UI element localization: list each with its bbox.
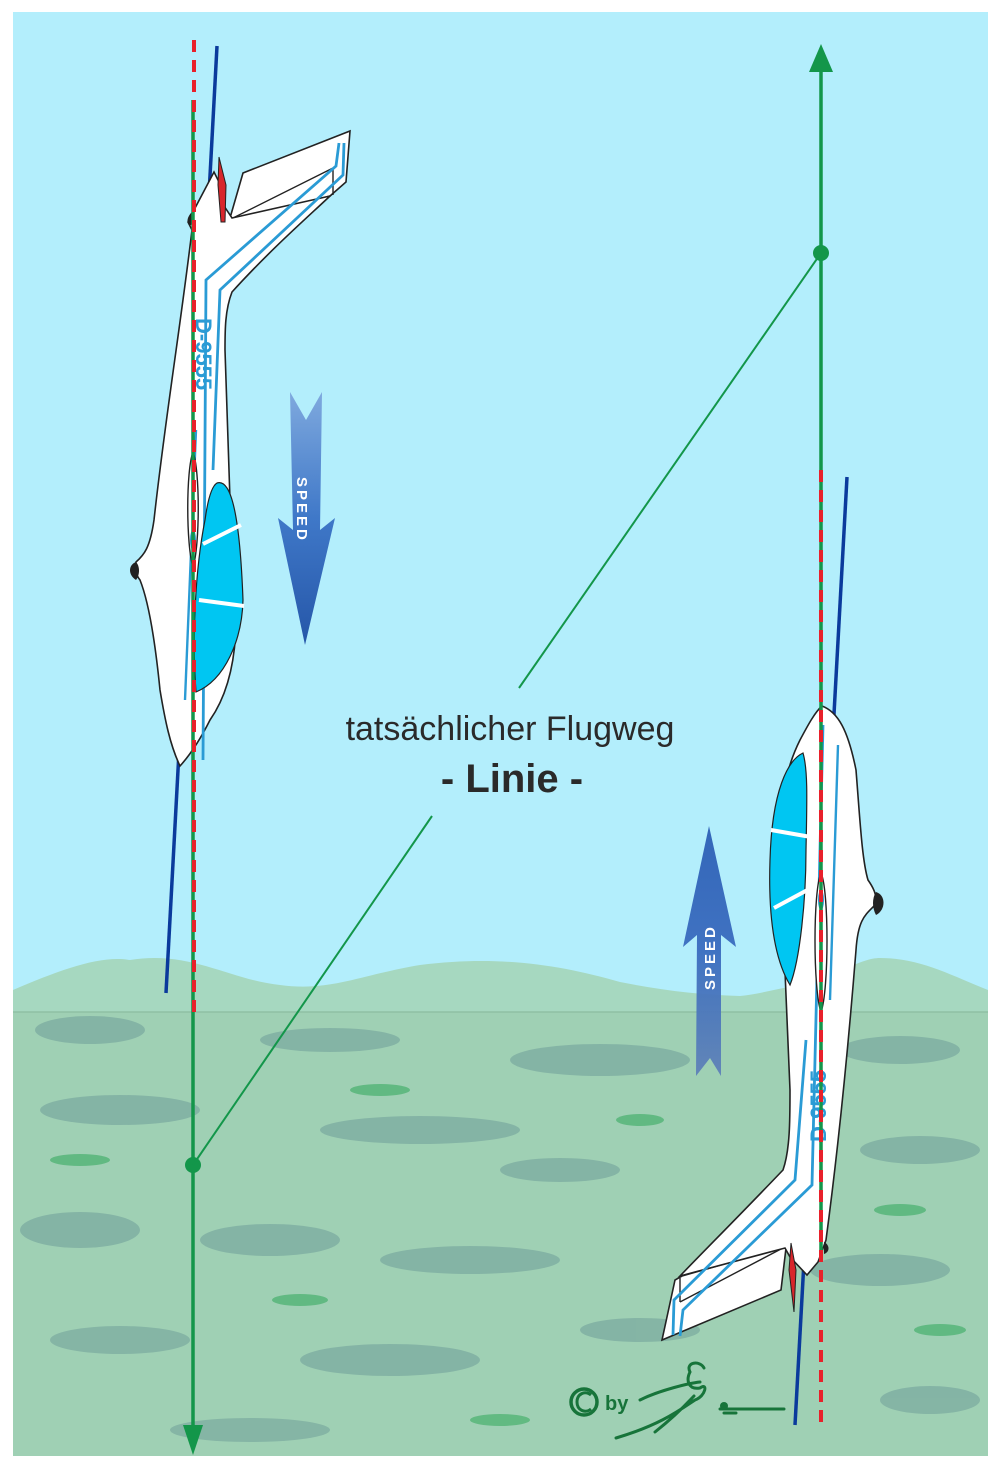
- glider-right-climbing: D-9555: [660, 476, 884, 1426]
- rudder-right: [788, 1242, 797, 1313]
- copyright-by: by: [605, 1393, 629, 1415]
- canopy-right: [769, 752, 808, 987]
- nose-left: [130, 562, 139, 580]
- fuselage-left: [134, 170, 333, 768]
- speed-label-down: SPEED: [293, 477, 310, 543]
- terrain-texture: [20, 1016, 980, 1442]
- rudder-left: [217, 156, 227, 223]
- caption-actual-flight-path: tatsächlicher Flugweg: [346, 710, 675, 748]
- copyright-mark: © by: [569, 1361, 786, 1440]
- arrow-up-icon: [809, 44, 833, 72]
- canopy-left: [193, 482, 244, 693]
- registration-right: D-9555: [806, 1070, 831, 1142]
- arrow-down-icon: [183, 1425, 203, 1455]
- speed-arrow-up: SPEED: [683, 826, 736, 1076]
- nose-right: [873, 892, 884, 915]
- leader-line-lower: [192, 815, 433, 1166]
- signature-logo: [614, 1361, 786, 1440]
- tail-skid-right: [824, 1242, 829, 1254]
- fuselage-stripe-right: [671, 1039, 808, 1336]
- glider-left-diving: D-9555: [130, 45, 351, 994]
- caption-line-term: - Linie -: [441, 757, 583, 801]
- leader-line-upper: [518, 252, 822, 689]
- speed-label-up: SPEED: [702, 924, 719, 990]
- fuselage-stripe-left-2: [211, 142, 346, 471]
- speed-arrow-down: SPEED: [278, 392, 335, 645]
